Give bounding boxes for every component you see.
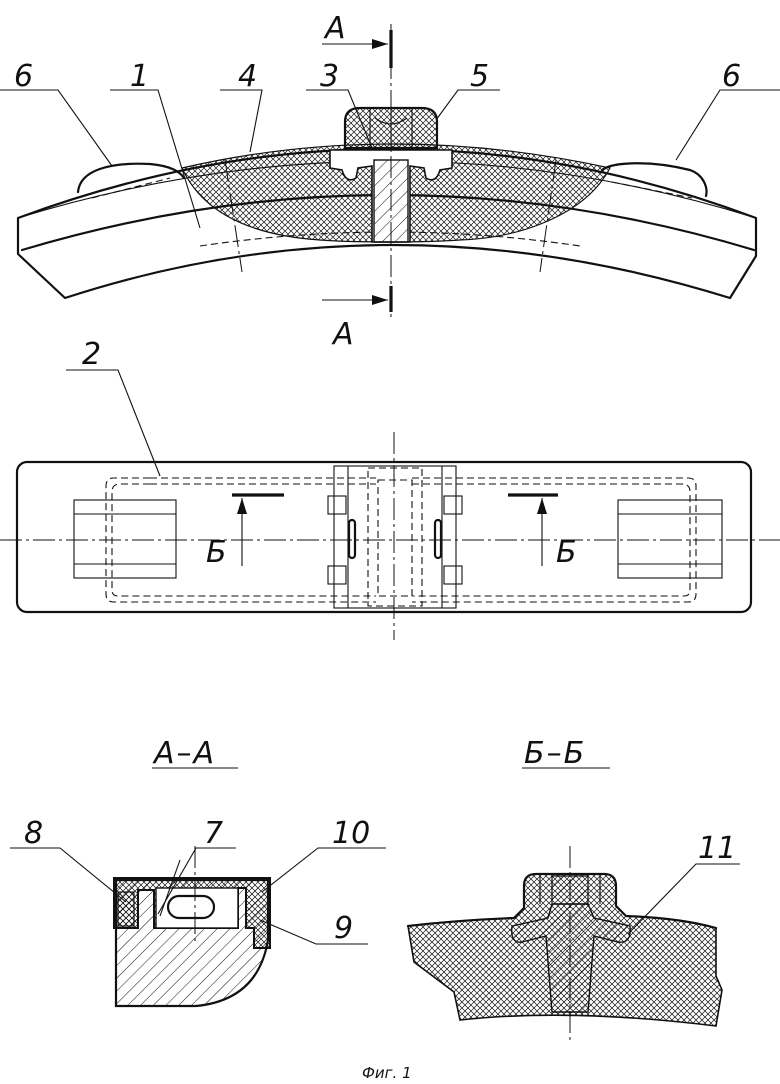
shoe-body bbox=[16, 147, 758, 300]
plan-pad-left bbox=[73, 499, 177, 579]
label-3: 3 bbox=[320, 59, 339, 94]
section-aa: А–А 8 7 10 9 bbox=[10, 736, 386, 1008]
label-8: 8 bbox=[24, 816, 43, 851]
label-4: 4 bbox=[238, 59, 257, 94]
label-9: 9 bbox=[334, 911, 353, 946]
label-6-left: 6 bbox=[14, 59, 33, 94]
section-title-bb: Б–Б bbox=[524, 736, 586, 771]
right-end-pad bbox=[600, 162, 708, 198]
section-title-aa: А–А bbox=[152, 736, 216, 771]
section-mark-b-left: Б bbox=[206, 535, 227, 570]
figure-caption: Фиг. 1 bbox=[362, 1064, 412, 1082]
section-mark-a-bottom: А bbox=[331, 317, 354, 352]
bb-core bbox=[511, 903, 631, 1013]
label-5: 5 bbox=[470, 59, 489, 94]
label-2: 2 bbox=[82, 337, 101, 372]
plan-pad-right bbox=[617, 499, 723, 579]
label-6-right: 6 bbox=[722, 59, 741, 94]
aa-slot bbox=[166, 894, 216, 920]
label-11: 11 bbox=[698, 831, 736, 866]
plan-center-hub bbox=[333, 465, 457, 609]
left-end-pad bbox=[76, 162, 186, 194]
label-10: 10 bbox=[332, 816, 370, 851]
plan-outline bbox=[15, 460, 753, 614]
label-1: 1 bbox=[130, 59, 149, 94]
section-mark-a-top: А bbox=[323, 11, 346, 46]
plan-view: Б Б 2 bbox=[0, 337, 780, 640]
section-bb: Б–Б 11 bbox=[406, 736, 740, 1040]
section-mark-b-right: Б bbox=[556, 535, 577, 570]
front-view: А А 6 1 4 3 5 6 bbox=[0, 11, 780, 352]
label-7: 7 bbox=[204, 816, 223, 851]
